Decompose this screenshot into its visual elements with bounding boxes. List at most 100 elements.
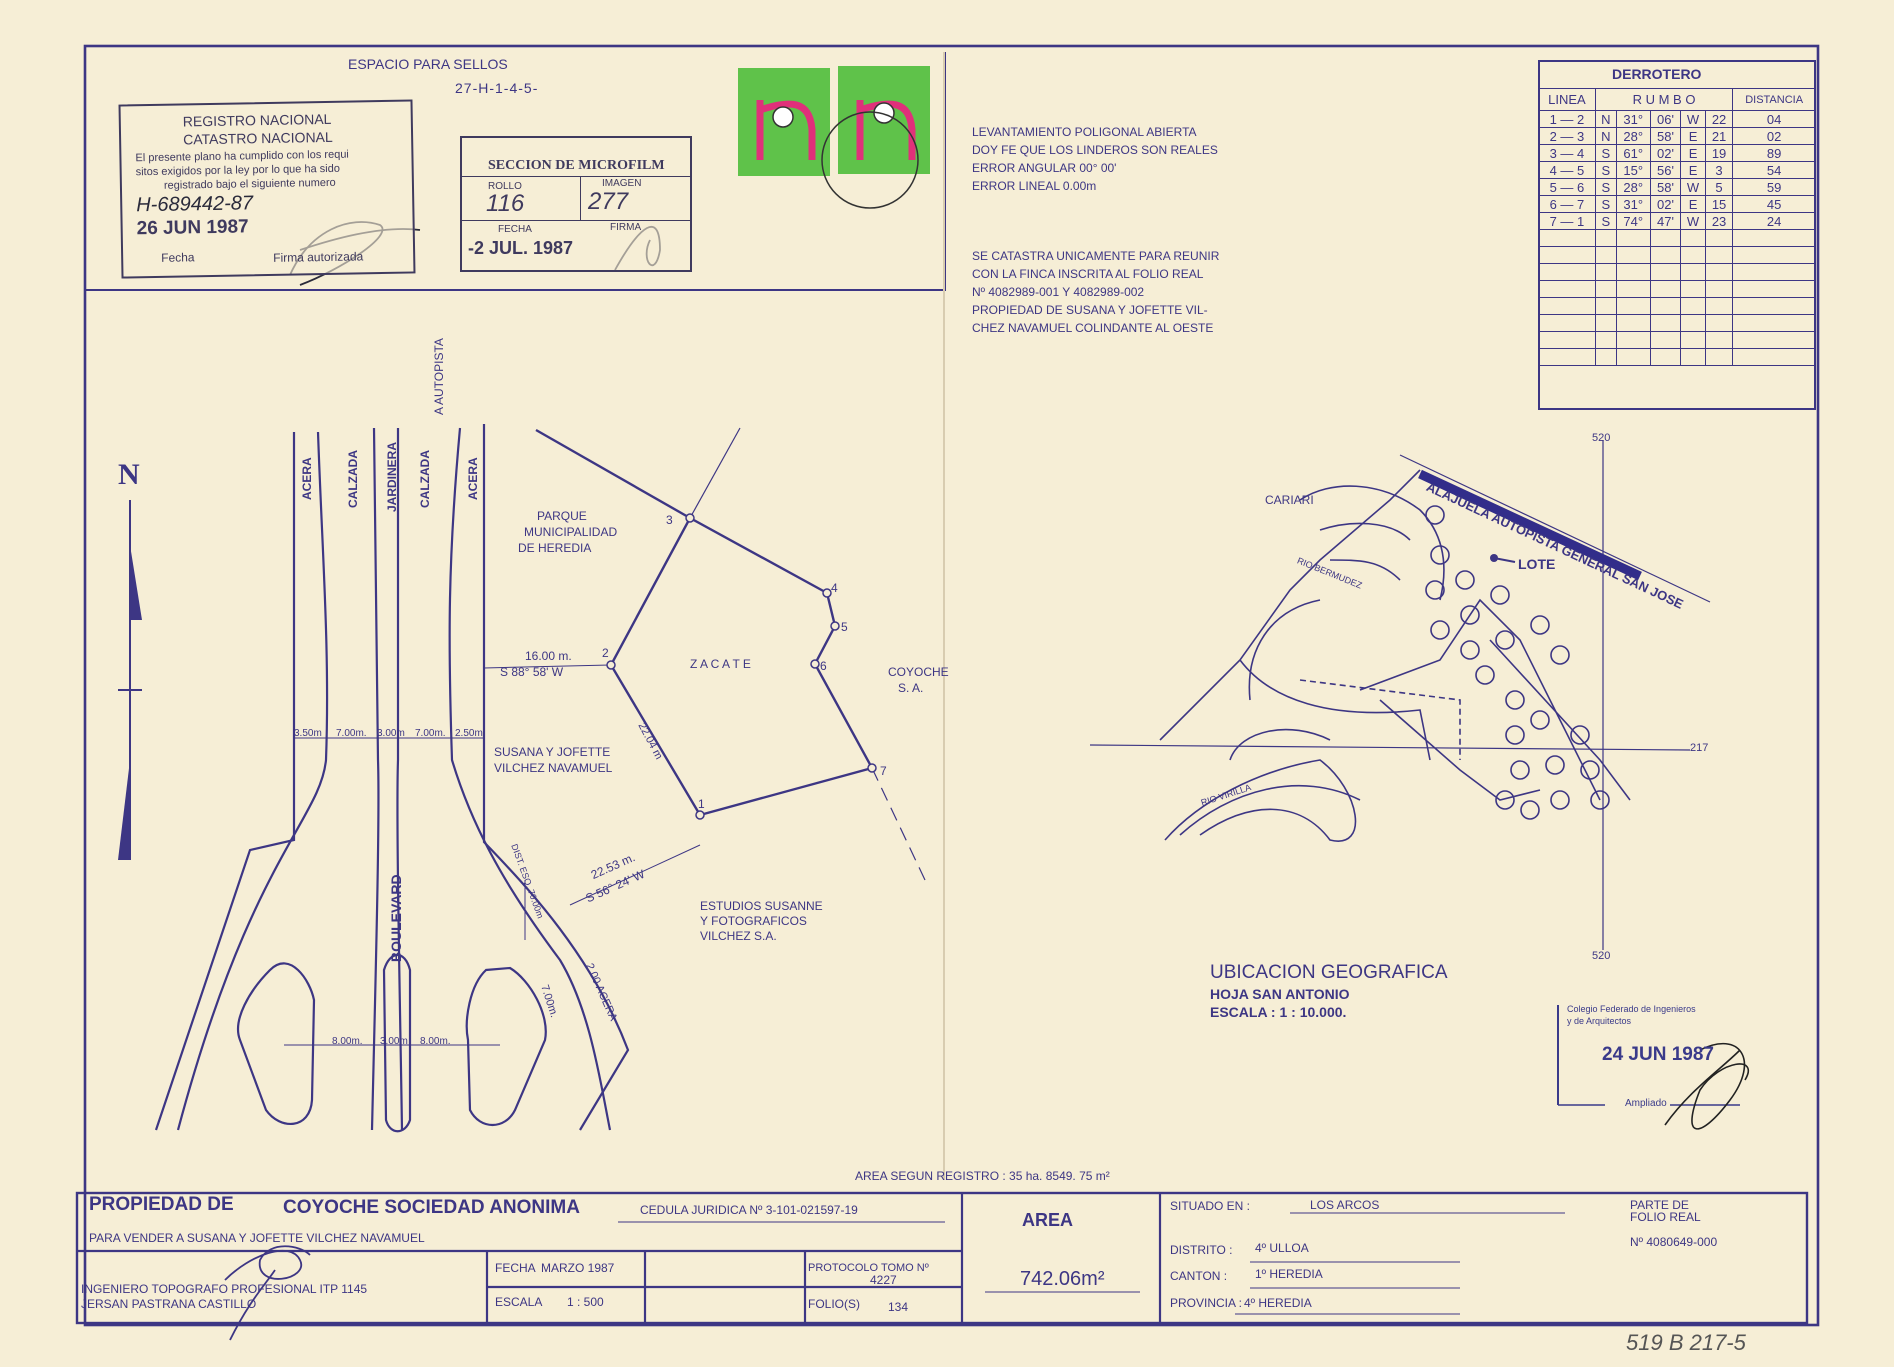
derrotero-cell-ns: S [1594,195,1617,213]
derrotero-cell-min: 58' [1649,178,1682,196]
derrotero-cell-linea: 3 — 4 [1538,144,1596,162]
microfilm-imagen: 277 [588,188,629,215]
derrotero-cell-linea: 7 — 1 [1538,212,1596,230]
width-3: 3.00m [377,728,405,739]
vertex-1: 1 [698,797,705,811]
tb-provincia-label: PROVINCIA : [1170,1296,1243,1310]
label-susana-1: SUSANA Y JOFETTE [494,745,611,759]
tb-protocolo-label: PROTOCOLO TOMO Nº [808,1262,929,1274]
area-segun-registro: AREA SEGUN REGISTRO : 35 ha. 8549. 75 m² [855,1169,1110,1183]
tb-distrito: 4º ULLOA [1255,1241,1309,1255]
derrotero-cell-ew: E [1680,161,1706,179]
tb-vender: PARA VENDER A SUSANA Y JOFETTE VILCHEZ N… [89,1231,425,1245]
width-5: 2.50m [455,728,483,739]
derrotero-cell-m: 15 [1704,195,1734,213]
derrotero-cell-deg: 74° [1615,212,1651,230]
outer-frame [83,44,1820,1327]
derrotero-cell-dm: 45 [1732,195,1816,213]
derrotero-empty-row [1538,348,1816,366]
derrotero-cell-deg: 28° [1615,127,1651,145]
derrotero-cell-ns: S [1594,144,1617,162]
width-low-1: 8.00m. [332,1036,363,1047]
derrotero-cell-deg: 28° [1615,178,1651,196]
derrotero-cell-dm: 59 [1732,178,1816,196]
colegio-line1: Colegio Federado de Ingenieros [1567,1004,1696,1014]
label-calzada-left: CALZADA [346,450,360,508]
label-estudios-1: ESTUDIOS SUSANNE [700,899,823,913]
derrotero-title: DERROTERO [1612,66,1702,82]
map-label-cariari: CARIARI [1265,493,1314,507]
microfilm-firma-label: FIRMA [610,222,642,233]
vertex-3: 3 [666,513,673,527]
map-grid-right: 217 [1690,742,1709,754]
tb-folio: 134 [888,1300,909,1314]
derrotero-cell-m: 22 [1704,110,1734,128]
note-error-angular: ERROR ANGULAR 00° 00' [972,161,1117,175]
derrotero-cell-dm: 89 [1732,144,1816,162]
derrotero-cell-ew: E [1680,127,1706,145]
derrotero-cell-m: 5 [1704,178,1734,196]
label-a-autopista: A AUTOPISTA [432,338,446,415]
derrotero-cell-min: 58' [1649,127,1682,145]
stamp-area-title: ESPACIO PARA SELLOS [348,56,508,72]
derrotero-cell-m: 23 [1704,212,1734,230]
tb-area-value: 742.06m² [1020,1268,1105,1290]
microfilm-rollo-label: ROLLO [488,181,522,192]
width-4: 7.00m. [415,728,446,739]
derrotero-col-distancia: DISTANCIA [1732,88,1816,111]
tb-canton: 1º HEREDIA [1255,1267,1323,1281]
derrotero-cell-ns: N [1594,127,1617,145]
vertex-7: 7 [880,764,887,778]
label-parque-3: DE HEREDIA [518,541,592,555]
label-coyoche-2: S. A. [898,681,924,695]
width-low-2: 3.00m [380,1036,408,1047]
registro-date: 26 JUN 1987 [136,216,249,240]
colegio-date: 24 JUN 1987 [1602,1044,1714,1065]
width-low-3: 8.00m. [420,1036,451,1047]
registro-firma-label: Firma autorizada [273,249,364,265]
vertex-2: 2 [602,646,609,660]
derrotero-col-linea: LINEA [1538,88,1596,111]
ubicacion-escala: ESCALA : 1 : 10.000. [1210,1004,1347,1020]
tb-parte-2: FOLIO REAL [1630,1210,1701,1224]
registro-fecha-label: Fecha [161,250,195,265]
microfilm-rollo: 116 [486,190,525,217]
derrotero-cell-deg: 15° [1615,161,1651,179]
registro-number: H-689442-87 [136,192,254,217]
tb-fecha-label: FECHA [495,1261,536,1275]
derrotero-cell-ew: E [1680,195,1706,213]
derrotero-cell-dm: 54 [1732,161,1816,179]
derrotero-cell-ew: W [1680,110,1706,128]
derrotero-cell-linea: 5 — 6 [1538,178,1596,196]
microfilm-date: -2 JUL. 1987 [468,238,574,258]
derrotero-cell-min: 02' [1649,195,1682,213]
microfilm-stamp: SECCION DE MICROFILM ROLLO IMAGEN 116 27… [460,136,692,272]
derrotero-cell-ns: S [1594,161,1617,179]
footer-code: 519 B 217-5 [1626,1330,1746,1355]
width-1: 3.50m [294,728,322,739]
note-linderos: DOY FE QUE LOS LINDEROS SON REALES [972,143,1218,157]
label-estudios-3: VILCHEZ S.A. [700,929,777,943]
label-coyoche-1: COYOCHE [888,665,949,679]
derrotero-cell-ns: N [1594,110,1617,128]
derrotero-cell-min: 47' [1649,212,1682,230]
derrotero-cell-m: 3 [1704,161,1734,179]
derrotero-cell-deg: 31° [1615,195,1651,213]
microfilm-title: SECCION DE MICROFILM [488,158,665,173]
note-catastro-3: Nº 4082989-001 Y 4082989-002 [972,285,1145,299]
derrotero-empty-row [1538,331,1816,349]
derrotero-cell-deg: 31° [1615,110,1651,128]
tb-distrito-label: DISTRITO : [1170,1243,1233,1257]
tb-prop-name: COYOCHE SOCIEDAD ANONIMA [283,1197,580,1218]
vertex-5: 5 [841,620,848,634]
map-grid-bottom: 520 [1592,950,1611,962]
label-calzada-right: CALZADA [418,450,432,508]
note-catastro-1: SE CATASTRA UNICAMENTE PARA REUNIR [972,249,1220,263]
label-jardinera: JARDINERA [385,441,399,512]
